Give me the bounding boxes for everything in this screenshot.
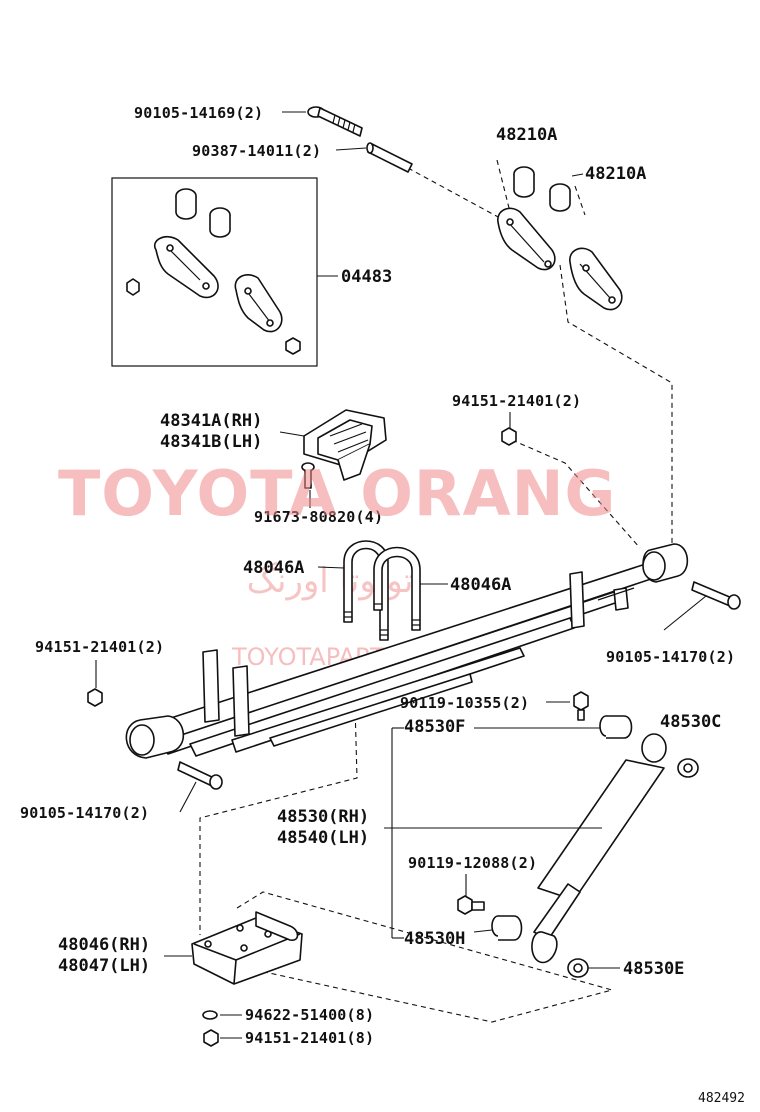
label-washer-e: 48530E [623,959,684,979]
cushion-h-icon [491,915,523,941]
label-u-bolt-2: 48046A [450,575,511,595]
spring-seat-icon [191,911,303,985]
assembly-lines [199,159,673,1023]
label-cushion-f: 48530F [404,717,465,737]
shackle-kit-box [111,177,318,367]
pin-icon [366,142,413,173]
label-shackle-kit: 04483 [341,267,392,287]
leaf-spring-icon [125,543,689,759]
shackle-kit-parts-icon [126,188,301,355]
shackle-icon [497,207,623,311]
bolt-bumper-icon [301,462,315,489]
nut-seat-icon [203,1029,219,1047]
label-bushing-a-1: 48210A [496,125,557,145]
label-washer-seat: 94622-51400(8) [245,1006,374,1024]
u-bolt-icon [343,540,421,641]
label-nut-left: 94151-21401(2) [35,638,164,656]
label-shock-rh: 48530(RH) [277,807,369,827]
label-seat-rh: 48046(RH) [58,935,150,955]
label-bushing-a-2: 48210A [585,164,646,184]
label-u-bolt-1: 48046A [243,558,304,578]
bolt-top-icon [307,106,363,137]
bumper-icon [303,409,387,481]
bolt-right-icon [691,581,741,610]
washer-seat-icon [202,1010,218,1020]
label-shock-bolt-bottom: 90119-12088(2) [408,854,537,872]
label-pin-top: 90387-14011(2) [192,142,321,160]
washer-e-icon [567,958,589,978]
label-bumper-lh: 48341B(LH) [160,432,262,452]
nut-left-icon [87,688,103,707]
label-bolt-left: 90105-14170(2) [20,804,149,822]
label-bolt-bumper: 91673-80820(4) [254,508,383,526]
label-cushion-h: 48530H [404,929,465,949]
shock-bolt-top-icon [573,691,589,721]
watermark-brand: TOYOTA ORANG [58,457,616,530]
bushing-a-icon [513,166,571,212]
label-shock-bolt-top: 90119-10355(2) [400,694,529,712]
bolt-left-icon [177,761,223,790]
label-shock-lh: 48540(LH) [277,828,369,848]
label-bolt-right: 90105-14170(2) [606,648,735,666]
diagram-code: 482492 [698,1091,745,1106]
label-seat-lh: 48047(LH) [58,956,150,976]
shock-absorber-icon [531,733,667,964]
washer-c-icon [677,758,699,778]
cushion-f-icon [599,715,633,739]
label-bumper-rh: 48341A(RH) [160,411,262,431]
shock-bolt-bottom-icon [457,895,485,915]
label-washer-c: 48530C [660,712,721,732]
label-nut-seat: 94151-21401(8) [245,1029,374,1047]
nut-bumper-icon [501,427,517,446]
label-bolt-top: 90105-14169(2) [134,104,263,122]
label-nut-bumper: 94151-21401(2) [452,392,581,410]
